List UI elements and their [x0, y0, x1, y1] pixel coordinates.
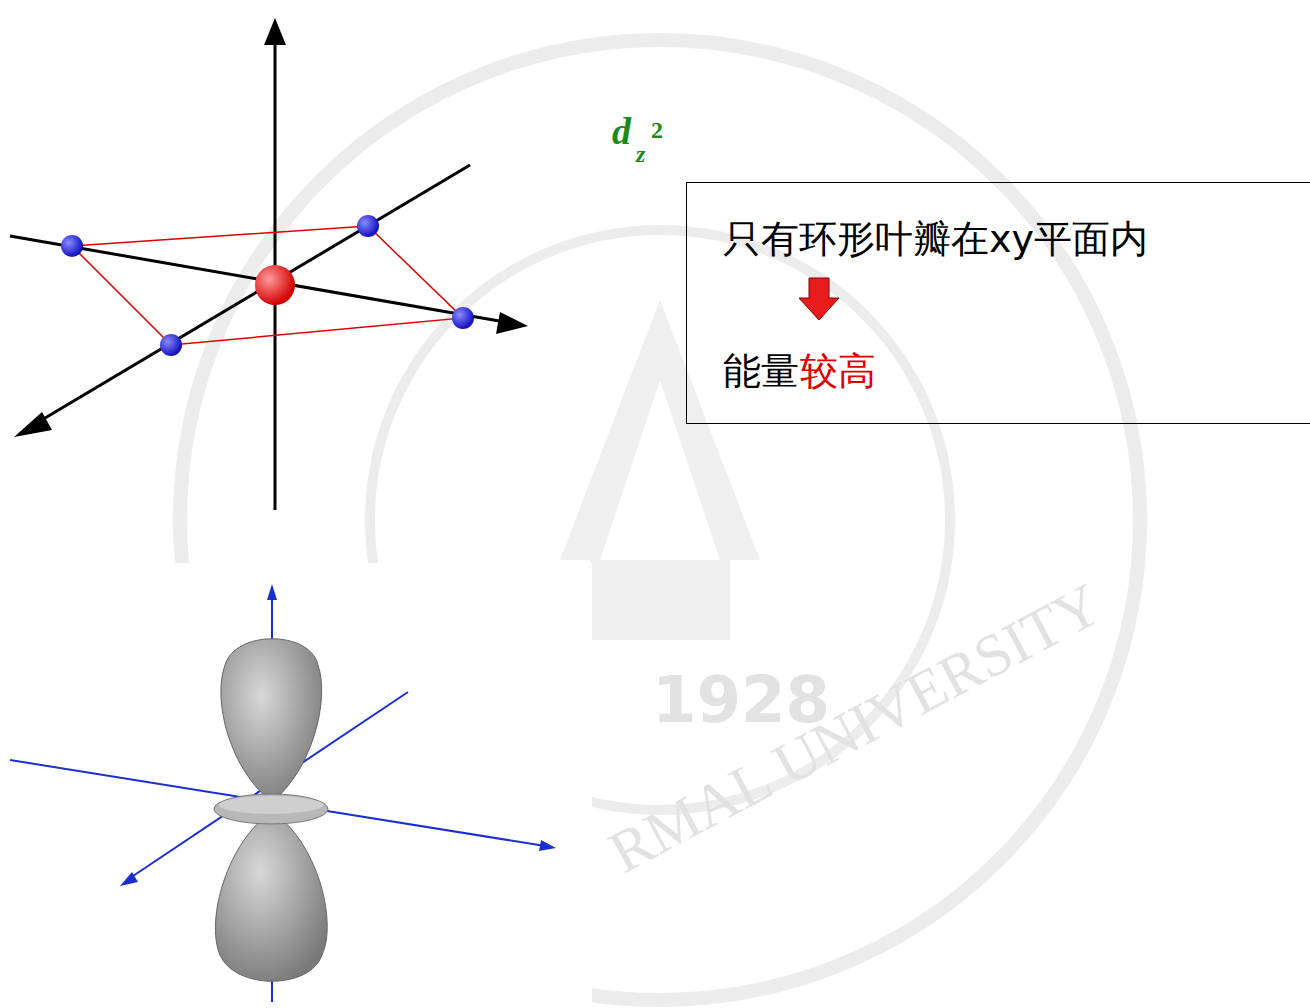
- orbital-label: d: [612, 112, 631, 150]
- down-arrow: [799, 276, 859, 326]
- note-text: 只有环形叶瓣在xy平面内: [723, 219, 1148, 261]
- dz2-orbital: [0, 0, 600, 1008]
- result-highlight: 较高: [800, 351, 876, 393]
- orbital-superscript: 2: [651, 118, 663, 142]
- orbital-subscript: z: [636, 142, 645, 166]
- note-box: 只有环形叶瓣在xy平面内能量较高: [686, 182, 1310, 424]
- square-planar-complex: [0, 0, 600, 560]
- result-text: 能量: [723, 351, 799, 393]
